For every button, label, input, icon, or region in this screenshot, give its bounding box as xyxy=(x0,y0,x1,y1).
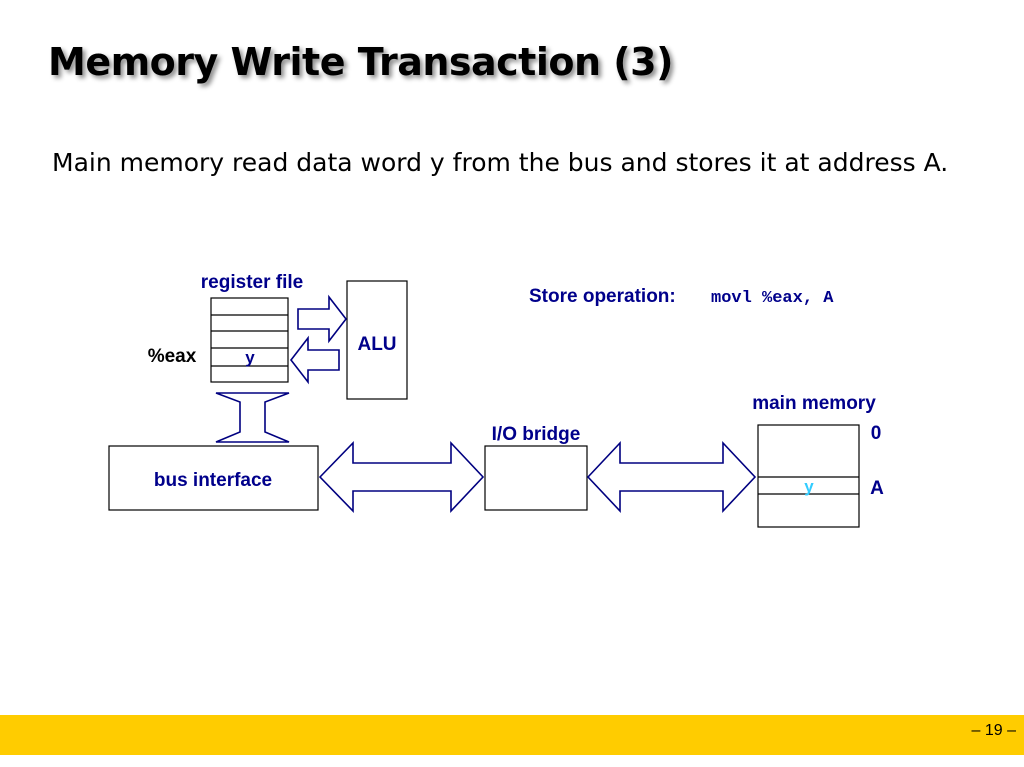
page-number: – 19 – xyxy=(971,722,1016,739)
register-file xyxy=(210,297,289,383)
address-a-label: A xyxy=(870,478,884,499)
bullet-text: Main memory read data word y from the bu… xyxy=(52,148,949,177)
register-file-label: register file xyxy=(201,272,303,293)
footer-bar: – 19 – xyxy=(0,715,1024,755)
io-bridge-box xyxy=(484,445,588,511)
slide-title: Memory Write Transaction (3) xyxy=(48,40,673,84)
bus-interface-box xyxy=(108,445,319,511)
main-memory xyxy=(757,424,860,528)
alu-label: ALU xyxy=(357,334,396,355)
memory-bus-arrow xyxy=(586,440,757,514)
arrow-from-alu xyxy=(289,335,340,385)
arrow-to-alu xyxy=(297,294,348,344)
store-operation-code: movl %eax, A xyxy=(711,289,834,308)
store-operation-label: Store operation: xyxy=(529,286,676,307)
system-bus-arrow xyxy=(318,440,485,514)
address-zero-label: 0 xyxy=(871,423,882,444)
alu-box xyxy=(346,280,408,400)
vertical-bus-arrow xyxy=(215,392,290,443)
eax-label: %eax xyxy=(148,346,197,367)
io-bridge-label: I/O bridge xyxy=(492,424,581,445)
register-value: y xyxy=(245,348,255,367)
main-memory-label: main memory xyxy=(752,393,876,414)
bus-interface-label: bus interface xyxy=(154,470,272,491)
memory-value: y xyxy=(804,477,814,496)
